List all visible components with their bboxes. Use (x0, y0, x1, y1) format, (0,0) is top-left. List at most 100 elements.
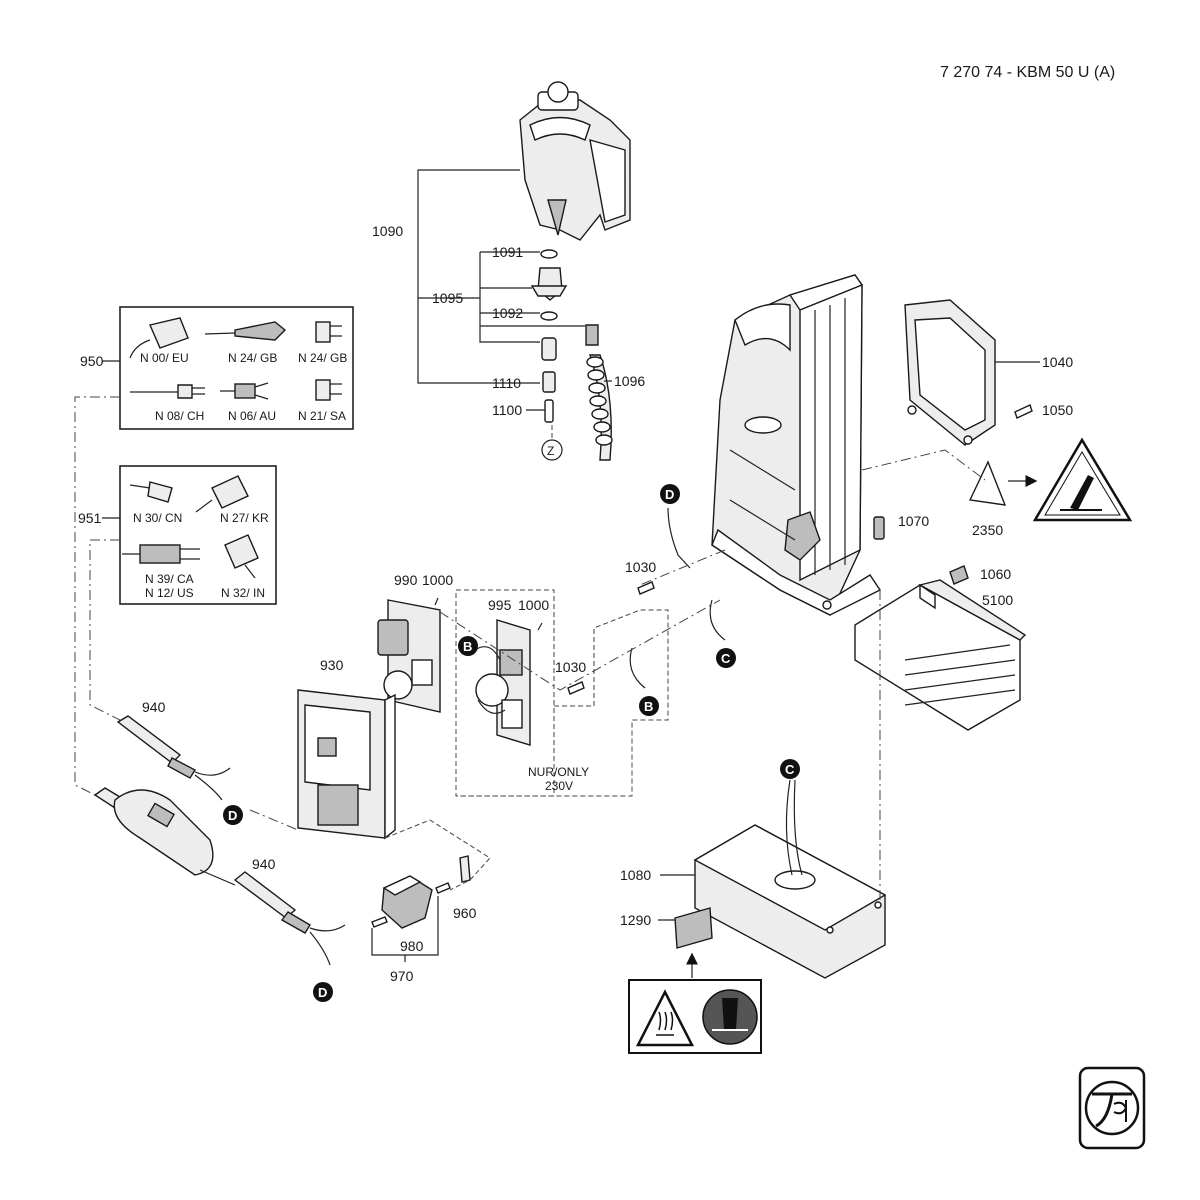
label-940-b: 940 (252, 856, 276, 872)
plug-label-951-0: N 30/ CN (133, 511, 182, 525)
warning-triangle-icon (1032, 437, 1133, 522)
leader-electronics (249, 599, 721, 831)
plug-box-951: N 30/ CN N 27/ KR N 39/ CA N 12/ US N 32… (102, 465, 277, 605)
label-951: 951 (78, 510, 102, 526)
marker-d-cord2: D (313, 982, 333, 1002)
label-1100: 1100 (492, 402, 522, 418)
marker-c-base: C (780, 759, 800, 779)
plug-icon-in (224, 534, 259, 579)
label-1092: 1092 (492, 305, 523, 321)
plug-icon-gb-connector (204, 321, 287, 341)
svg-text:B: B (644, 699, 653, 714)
svg-text:C: C (721, 651, 731, 666)
plug-label-950-3: N 08/ CH (155, 409, 204, 423)
label-1040: 1040 (1042, 354, 1073, 370)
plug-icon-cn (129, 481, 173, 503)
label-990: 990 (394, 572, 418, 588)
leader-stand-left (639, 549, 726, 586)
leader-951-cord (89, 539, 131, 726)
plug-icon-sa (315, 379, 342, 401)
svg-text:C: C (785, 762, 795, 777)
label-1090: 1090 (372, 223, 403, 239)
label-1096: 1096 (614, 373, 645, 389)
label-1000-b: 1000 (518, 597, 549, 613)
plug-icon-eu (129, 317, 189, 359)
label-930: 930 (320, 657, 344, 673)
label-1070: 1070 (898, 513, 929, 529)
guard-5100 (854, 579, 1027, 731)
label-5100: 5100 (982, 592, 1013, 608)
plug-icon-au (220, 382, 269, 400)
label-960: 960 (453, 905, 477, 921)
label-1030-b: 1030 (555, 659, 586, 675)
plug-label-950-4: N 06/ AU (228, 409, 276, 423)
cable-c-middle (709, 599, 726, 641)
speed-board-995 (455, 589, 555, 797)
screw-1060 (949, 565, 969, 585)
plug-label-950-1: N 24/ GB (228, 351, 277, 365)
label-2350: 2350 (972, 522, 1003, 538)
drill-stand-body (711, 274, 882, 616)
marker-d-top: D (660, 484, 680, 504)
plug-label-951-1: N 27/ KR (220, 511, 269, 525)
plug-label-951-4: N 32/ IN (221, 586, 265, 600)
label-1290: 1290 (620, 912, 651, 928)
prcd-cord-assembly (93, 787, 236, 886)
control-board-990 (377, 597, 441, 713)
marker-b-left: B (458, 636, 478, 656)
plug-label-951-2: N 39/ CA (145, 572, 194, 586)
svg-text:D: D (228, 808, 237, 823)
marker-d-cord1: D (223, 805, 243, 825)
marker-z: Z (541, 439, 563, 461)
screw-1050 (1014, 404, 1033, 419)
coolant-tank-group (417, 81, 631, 461)
screw-1030-a (637, 581, 655, 595)
magnet-base-1080 (693, 779, 887, 979)
sticker-2350 (968, 460, 1007, 506)
cover-1040 (904, 299, 996, 446)
dashed-switch-route (384, 819, 491, 891)
svg-text:D: D (665, 487, 674, 502)
marker-c-middle: C (716, 648, 736, 668)
screw-1070 (873, 516, 885, 540)
marker-b-right: B (639, 696, 659, 716)
plug-icon-gb (315, 321, 342, 343)
plug-label-951-3: N 12/ US (145, 586, 194, 600)
svg-text:B: B (463, 639, 472, 654)
note-line-2: 230V (545, 779, 573, 793)
hose-segments (586, 356, 613, 446)
leader-stand-right (861, 449, 986, 481)
label-950: 950 (80, 353, 104, 369)
plug-label-950-2: N 24/ GB (298, 351, 347, 365)
label-970: 970 (390, 968, 414, 984)
note-line-1: NUR/ONLY (528, 765, 589, 779)
plug-icon-ch (130, 384, 205, 399)
label-1080: 1080 (620, 867, 651, 883)
plug-icon-kr (195, 475, 249, 513)
label-995: 995 (488, 597, 512, 613)
label-940-a: 940 (142, 699, 166, 715)
plug-label-950-0: N 00/ EU (140, 351, 189, 365)
leader-950-cord (74, 396, 120, 796)
power-cord-940-upper (116, 715, 231, 801)
label-1091: 1091 (492, 244, 523, 260)
bracket-970 (371, 896, 439, 962)
cable-b-middle (629, 647, 646, 689)
svg-text:Z: Z (547, 444, 554, 458)
cable-d-upper (667, 507, 691, 569)
spring-clip-960 (459, 855, 471, 883)
warning-label-box (628, 979, 762, 1054)
label-980: 980 (400, 938, 424, 954)
label-1095: 1095 (432, 290, 463, 306)
plug-icon-ca-us (122, 544, 200, 564)
screw-1030-b (567, 681, 585, 695)
label-1030-a: 1030 (625, 559, 656, 575)
label-1050: 1050 (1042, 402, 1073, 418)
document-title: 7 270 74 - KBM 50 U (A) (940, 64, 1115, 81)
plug-label-950-5: N 21/ SA (298, 409, 346, 423)
power-cord-940-lower (233, 871, 346, 966)
svg-text:D: D (318, 985, 327, 1000)
fein-logo (1078, 1066, 1146, 1150)
dashed-route-b (456, 609, 669, 797)
